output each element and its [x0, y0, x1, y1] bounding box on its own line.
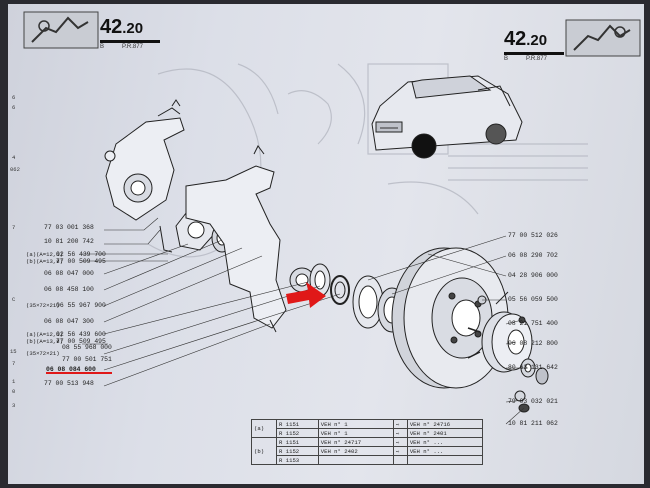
catalog-page: 42.20 B P.R.877 42.20 B P.R.877 6 6 4 06… [8, 4, 644, 484]
header-code-right-b: P.R.877 [526, 56, 547, 62]
left-thumbnail-icon [23, 11, 99, 49]
part-condition: (a)(A=12,1) [26, 331, 63, 338]
legend-group: (b) [250, 437, 278, 465]
highlight-arrow [286, 282, 326, 308]
part-ref: 02 56 439 700 [56, 251, 106, 258]
part-ref: 04 28 906 000 [508, 272, 558, 279]
header-rule-left [100, 40, 160, 43]
part-ref: 02 56 439 600 [56, 331, 106, 338]
right-thumbnail-icon [565, 19, 641, 57]
part-ref: 10 81 211 062 [508, 420, 558, 427]
table-row: R 1152 VEH n° 2402 ⇨ VEH n° ... [252, 446, 484, 456]
arrow-icon: ⇨ [392, 446, 408, 456]
header-icons [23, 11, 641, 57]
header-code-left-a: B [100, 44, 105, 50]
arrow-icon: ⇨ [392, 428, 408, 438]
vehicle-legend-table: (a) R 1151 VEH n° 1 ⇨ VEH n° 24716 R 115… [250, 419, 484, 465]
exploded-diagram [23, 11, 641, 425]
header-rule-right [504, 52, 564, 55]
highlight-underline [46, 372, 112, 374]
part-ref: 77 00 509 495 [56, 258, 106, 265]
legend-group: (a) [250, 419, 278, 438]
car-illustration [371, 75, 523, 159]
brake-disc [391, 247, 509, 389]
part-ref: 77 00 513 948 [44, 380, 94, 387]
part-ref: 77 00 509 495 [56, 338, 106, 345]
part-ref: 77 03 001 368 [44, 224, 94, 231]
part-ref: 77 00 501 751 [62, 356, 112, 363]
part-ref: 10 81 200 742 [44, 238, 94, 245]
arrow-icon: ⇨ [392, 437, 408, 447]
table-row: R 1153 [252, 455, 484, 465]
part-condition: (b)(A=13,8) [26, 258, 63, 265]
part-ref: 05 56 059 500 [508, 296, 558, 303]
part-ref: 06 08 290 702 [508, 252, 558, 259]
part-ref: 06 08 047 300 [44, 318, 94, 325]
part-ref: 79 03 032 021 [508, 398, 558, 405]
wheel-hub [467, 295, 533, 373]
part-condition: (35×72×21) [26, 350, 60, 357]
leader-lines-left [82, 217, 341, 387]
part-condition: (a)(A=12,1) [26, 251, 63, 258]
part-ref: 06 55 967 900 [56, 302, 106, 309]
header-code-left-b: P.R.877 [122, 44, 143, 50]
arrow-icon: ⇨ [392, 419, 408, 429]
table-row: (a) R 1151 VEH n° 1 ⇨ VEH n° 24716 [250, 419, 484, 438]
part-condition: (b)(A=13,8) [26, 338, 63, 345]
table-row: R 1152 VEH n° 1 ⇨ VEH n° 2401 [252, 428, 484, 438]
leader-lines-right [367, 235, 528, 425]
page-number-left: 42.20 [100, 16, 144, 38]
part-ref-highlighted: 06 08 084 600 [46, 366, 96, 373]
part-condition: (35×72×21) [26, 302, 60, 309]
steering-knuckle-left [104, 99, 185, 253]
part-ref: 80 63 131 642 [508, 364, 558, 371]
header-code-right-a: B [504, 56, 509, 62]
part-ref: 77 00 512 026 [508, 232, 558, 239]
part-ref: 06 08 212 800 [508, 340, 558, 347]
part-ref: 08 55 968 000 [62, 344, 112, 351]
part-ref: 08 21 751 400 [508, 320, 558, 327]
part-ref: 06 08 458 100 [44, 286, 94, 293]
page-number-right: 42.20 [504, 28, 548, 50]
part-ref: 06 08 047 000 [44, 270, 94, 277]
table-row: (b) R 1151 VEH n° 24717 ⇨ VEH n° ... [250, 437, 484, 465]
